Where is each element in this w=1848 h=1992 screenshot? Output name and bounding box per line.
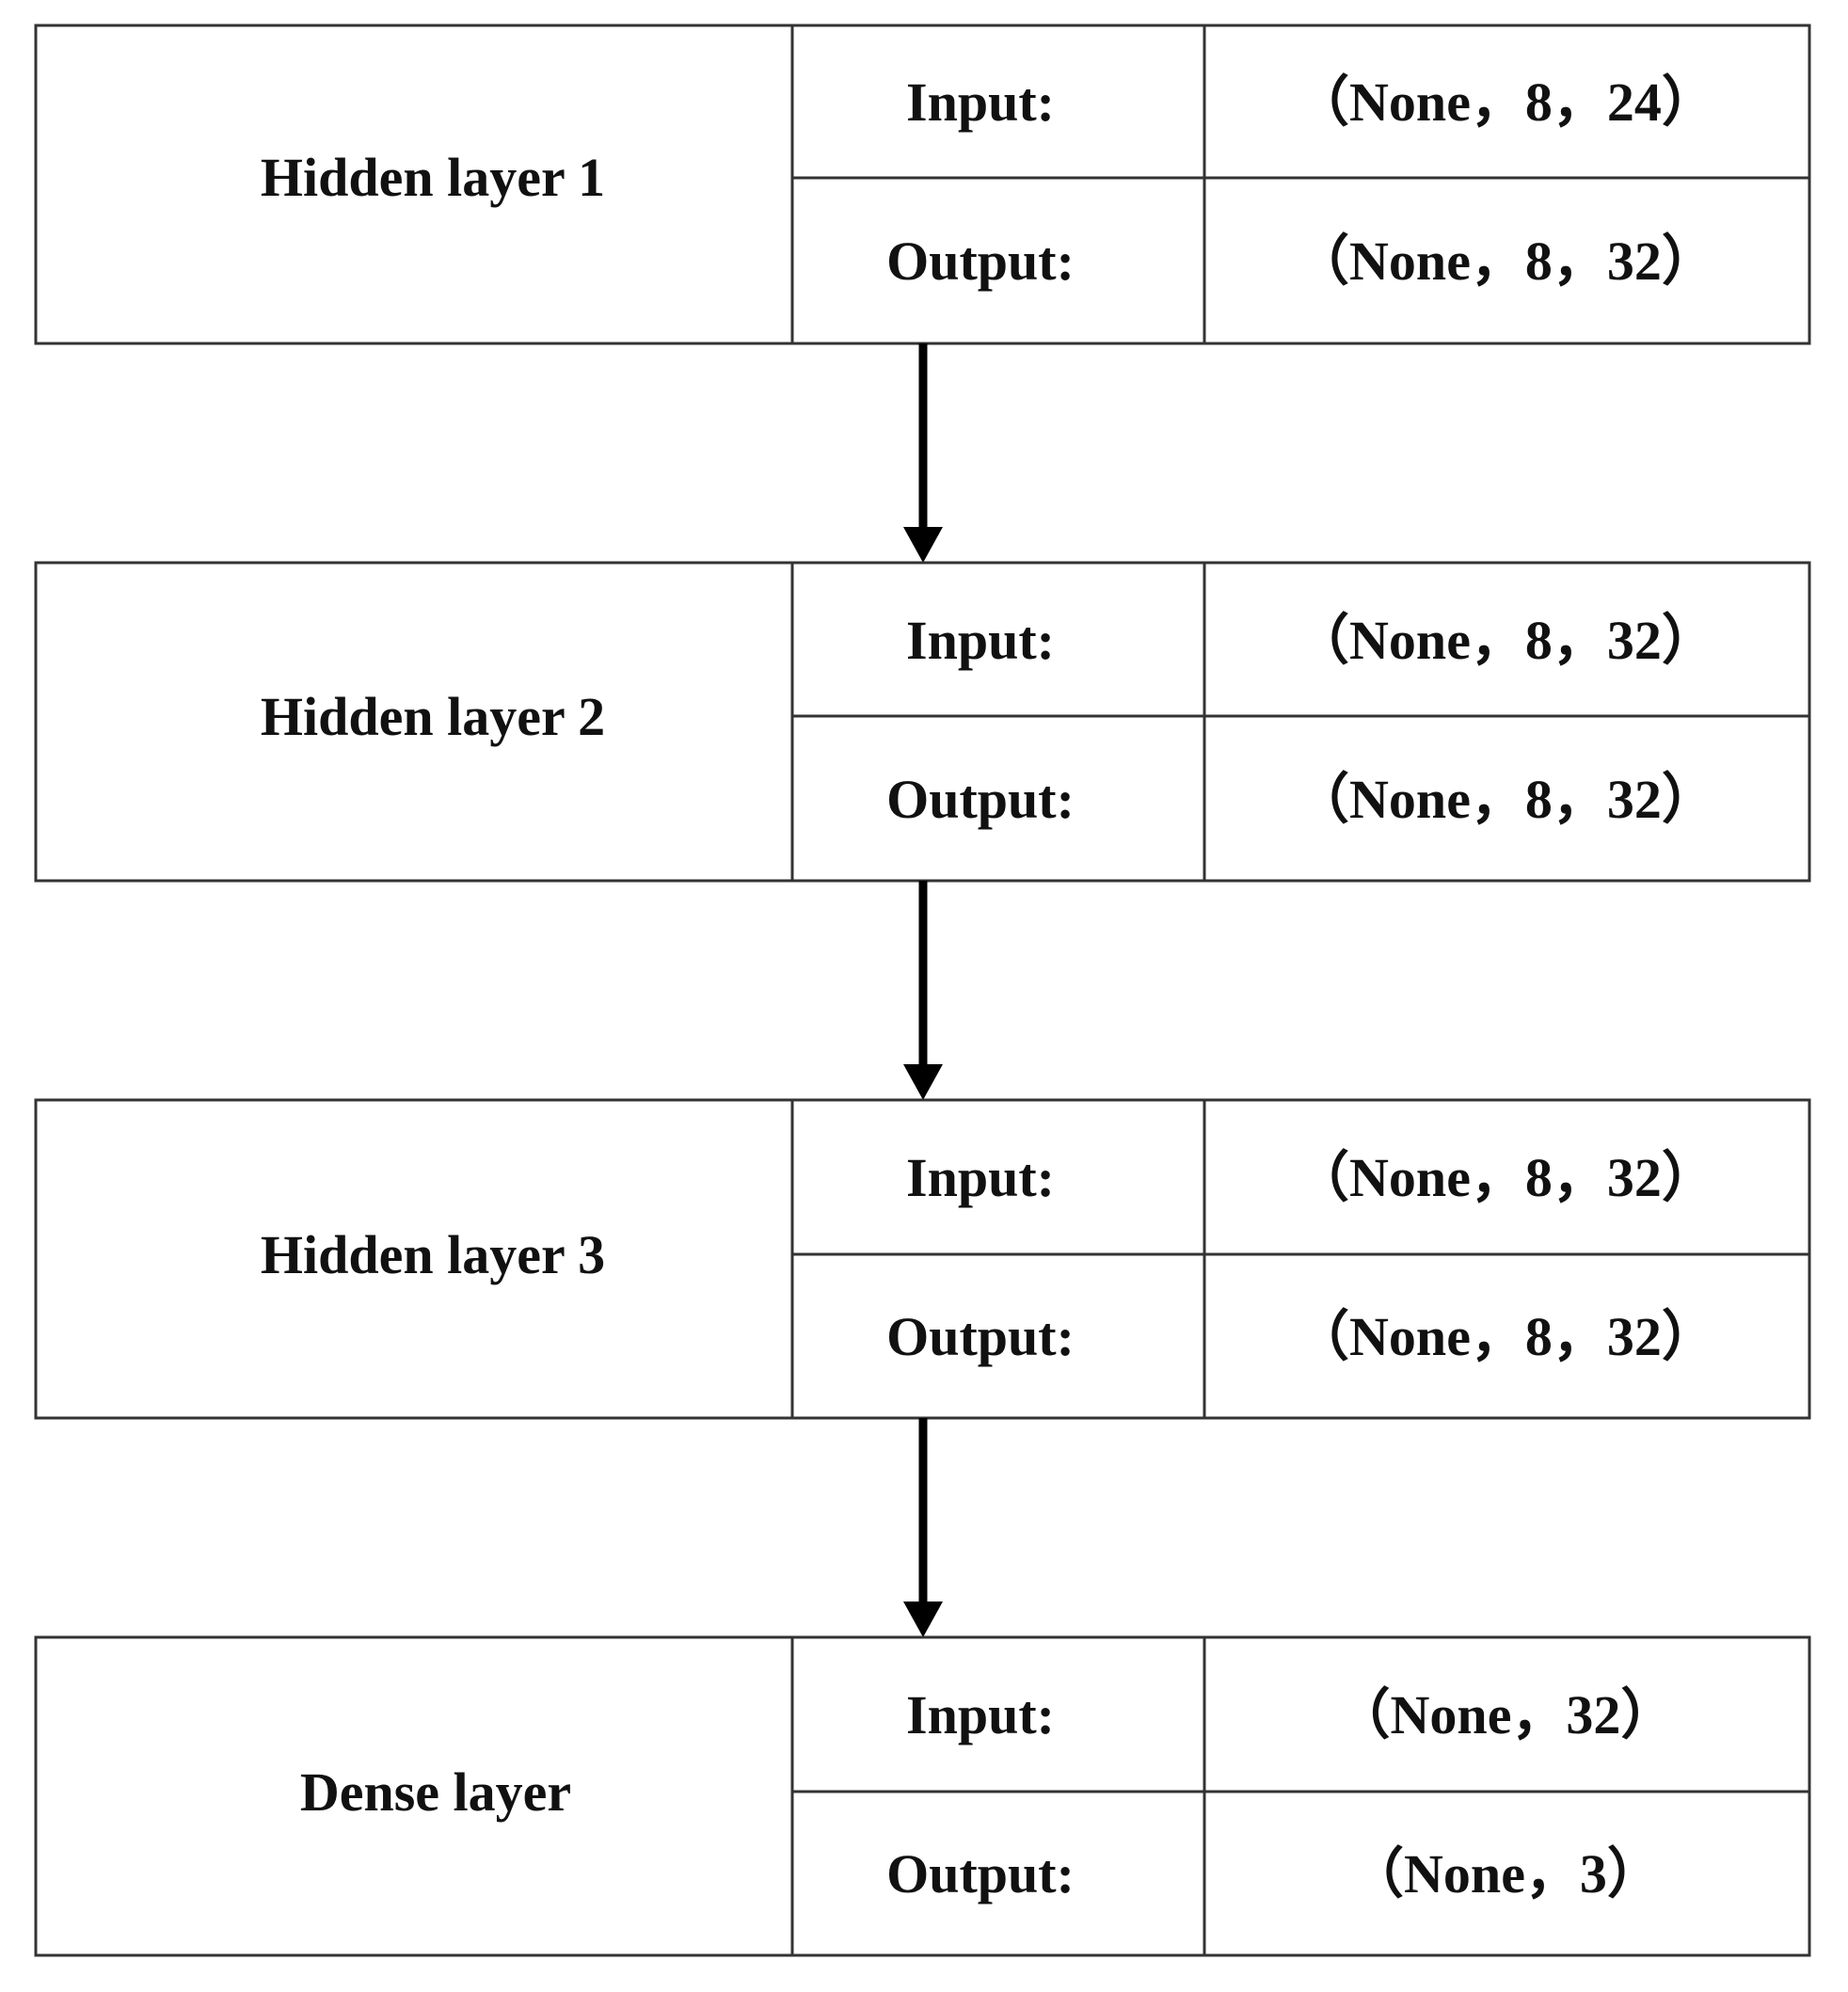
layer-3-input-value: （None，8，32） (1295, 1147, 1716, 1208)
layer-1-input-label: Input: (906, 72, 1055, 133)
layer-1-input-value: （None，8，24） (1295, 72, 1716, 133)
layer-block-2: Hidden layer 2 Input: （None，8，32） Output… (34, 561, 1811, 883)
arrow-2-head (903, 1064, 943, 1100)
layer-4-frame (34, 1635, 1811, 1957)
layer-2-input-value: （None，8，32） (1295, 610, 1716, 671)
arrow-3-head (903, 1602, 943, 1637)
layer-block-1: Hidden layer 1 Input: （None，8，24） Output… (34, 24, 1811, 345)
layer-1-output-label: Output: (886, 231, 1075, 292)
layer-1-name: Hidden layer 1 (261, 147, 605, 208)
layer-4-input-label: Input: (906, 1684, 1055, 1745)
layer-1-output-value: （None，8，32） (1295, 231, 1716, 292)
layer-2-input-label: Input: (906, 610, 1055, 671)
layer-block-3: Hidden layer 3 Input: （None，8，32） Output… (34, 1098, 1811, 1420)
layer-block-dense: Dense layer Input: （None，32） Output: （No… (34, 1635, 1811, 1957)
layer-4-output-value: （None，3） (1349, 1843, 1662, 1904)
layer-3-input-label: Input: (906, 1147, 1055, 1208)
arrow-1-to-2 (903, 343, 943, 563)
layer-3-name: Hidden layer 3 (261, 1224, 605, 1285)
layer-2-output-label: Output: (886, 769, 1075, 830)
layer-4-output-label: Output: (886, 1843, 1075, 1904)
arrow-1-head (903, 527, 943, 563)
layer-2-output-value: （None，8，32） (1295, 769, 1716, 830)
layer-4-name: Dense layer (300, 1761, 571, 1823)
layer-4-input-value: （None，32） (1336, 1684, 1676, 1745)
arrow-2-to-3 (903, 881, 943, 1100)
layer-2-name: Hidden layer 2 (261, 686, 605, 747)
arrow-3-to-dense (903, 1418, 943, 1637)
layer-3-output-value: （None，8，32） (1295, 1306, 1716, 1367)
layer-3-output-label: Output: (886, 1306, 1075, 1367)
